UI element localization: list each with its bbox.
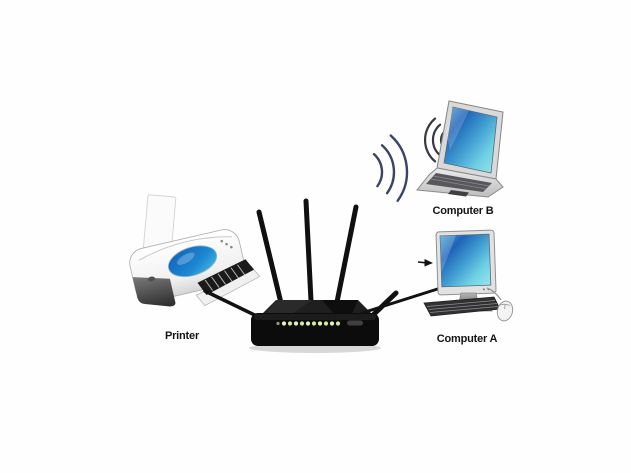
desktop-keyboard [423,296,501,317]
router-led-row [276,321,341,326]
laptop-touchpad [448,190,469,197]
laptop-icon [416,100,504,198]
cable-arrow [417,259,433,267]
printer-lid-oval [167,245,218,278]
printer-output-tray [197,259,255,295]
laptop-screen [443,106,498,174]
mouse-icon [486,287,514,322]
desktop-computer-icon [423,229,514,322]
router-logo [347,320,363,326]
router-antennas [256,198,399,320]
computer-b-label: Computer B [432,205,494,217]
printer-label: Printer [164,330,200,342]
computer-a-cable [360,284,449,315]
router-icon [249,198,399,353]
computer-a-label: Computer A [436,333,498,345]
wifi-signal-left-icon [372,134,409,203]
printer-icon [129,194,261,307]
monitor-screen [439,233,492,288]
